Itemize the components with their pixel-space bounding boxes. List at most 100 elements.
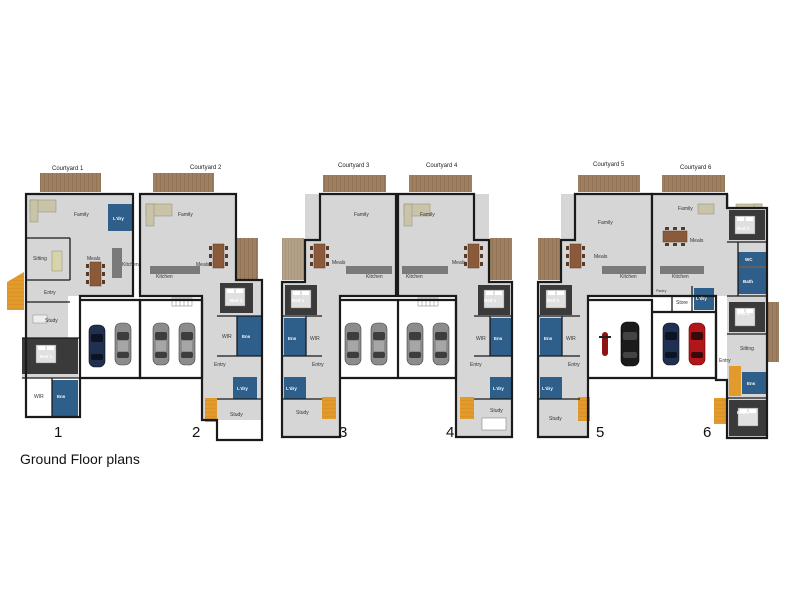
- unit-3-entry-label: Entry: [312, 362, 324, 368]
- unit-5-kitchen-label: Kitchen: [620, 274, 637, 280]
- unit-1-entry-tile: [7, 272, 24, 310]
- courtyard-1-deck: [40, 173, 101, 192]
- unit-2-plan: Courtyard 2 Family Meals Kitchen Bed 1 W…: [138, 165, 264, 442]
- unit-4-number: 4: [446, 424, 454, 441]
- unit-5-wir-label: WIR: [566, 336, 576, 342]
- unit-2-entry-label: Entry: [214, 362, 226, 368]
- unit-5-ensuite: [540, 318, 562, 356]
- unit-2-wir-label: WIR: [222, 334, 232, 340]
- unit-3-laundry-label: L'dry: [286, 386, 297, 391]
- unit-2-laundry: [233, 377, 257, 399]
- unit-1-wir-label: WIR: [34, 394, 44, 400]
- unit-2-ens-label: Ens: [242, 334, 251, 339]
- unit-6-ensuite: [742, 372, 766, 394]
- unit-6-entry-label: Entry: [719, 358, 731, 364]
- unit-2-ensuite: [237, 316, 261, 356]
- courtyard-2-label: Courtyard 2: [190, 165, 222, 171]
- unit-1-laundry-label: L'dry: [113, 216, 124, 221]
- unit-3-number: 3: [339, 424, 347, 441]
- unit-1-ensuite: [52, 380, 78, 417]
- unit-1-number: 1: [54, 424, 62, 441]
- courtyard-6-label: Courtyard 6: [680, 165, 712, 171]
- unit-4-entry-label: Entry: [470, 362, 482, 368]
- unit-5-ens-label: Ens: [544, 336, 553, 341]
- courtyard-4-deck: [409, 175, 472, 192]
- unit-4-kitchen-label: Kitchen: [406, 274, 423, 280]
- unit-6-bed2-label: Bed 2: [737, 226, 750, 231]
- unit-2-study-label: Study: [230, 412, 243, 418]
- courtyard-3-deck: [323, 175, 386, 192]
- unit-6-ens-label: Ens: [747, 381, 756, 386]
- unit-2-bed-label: Bed 1: [230, 298, 243, 303]
- unit-3-wir-label: WIR: [310, 336, 320, 342]
- unit-4-laundry: [490, 377, 512, 399]
- unit-6-laundry: [694, 288, 714, 310]
- unit-4-bed-label: Bed 1: [484, 298, 497, 303]
- unit-5-family-label: Family: [598, 220, 613, 226]
- motorbike-icon: [599, 332, 611, 356]
- unit-3-kitchen-label: Kitchen: [366, 274, 383, 280]
- unit-6-wc-label: WC: [745, 257, 753, 262]
- unit-4-plan: Courtyard 4 Family Meals Kitchen Bed 1 W…: [396, 163, 514, 441]
- unit-6-plan: Courtyard 6 Family Meals Kitchen Pantry …: [650, 165, 779, 441]
- unit-6-meals-label: Meals: [690, 238, 704, 244]
- unit-2-side-deck: [236, 238, 258, 280]
- unit-4-ens-label: Ens: [494, 336, 503, 341]
- unit-4-family-label: Family: [420, 212, 435, 218]
- unit-6-bed1-label: Bed 1: [737, 410, 750, 415]
- unit-1-kitchen-label: Kitchen: [122, 262, 139, 268]
- unit-5-laundry-label: L'dry: [542, 386, 553, 391]
- unit-6-sitting-label: Sitting: [740, 346, 754, 352]
- unit-5-number: 5: [596, 424, 604, 441]
- unit-6-family-label: Family: [678, 206, 693, 212]
- unit-3-ens-label: Ens: [288, 336, 297, 341]
- unit-3-meals-label: Meals: [332, 260, 346, 266]
- unit-6-bath-label: Bath: [743, 279, 753, 284]
- unit-6-kitchen-label: Kitchen: [672, 274, 689, 280]
- courtyard-6-deck: [662, 175, 725, 192]
- unit-5-meals-label: Meals: [594, 254, 608, 260]
- unit-3-plan: Courtyard 3 Family Meals Kitchen Bed 1 E…: [280, 163, 763, 441]
- unit-4-laundry-label: L'dry: [493, 386, 504, 391]
- unit-5-study-label: Study: [549, 416, 562, 422]
- unit-4-wir-label: WIR: [476, 336, 486, 342]
- unit-2-kitchen-label: Kitchen: [156, 274, 173, 280]
- courtyard-3-label: Courtyard 3: [338, 163, 370, 169]
- courtyard-5-deck: [578, 175, 640, 192]
- unit-3-laundry: [284, 377, 306, 399]
- unit-5-laundry: [540, 377, 562, 399]
- unit-2-laundry-label: L'dry: [237, 386, 248, 391]
- unit-6-number: 6: [703, 424, 711, 441]
- unit-1-meals-label: Meals: [87, 256, 101, 262]
- unit-5-bed-label: Bed 1: [547, 298, 560, 303]
- unit-1-ens-label: Ens: [57, 394, 66, 399]
- unit-6-pantry-label: Pantry: [656, 289, 667, 293]
- unit-1-sitting-label: Sitting: [33, 256, 47, 262]
- unit-3-ensuite: [284, 318, 306, 356]
- unit-4-ensuite: [490, 318, 512, 356]
- unit-2-number: 2: [192, 424, 200, 441]
- unit-3-study-label: Study: [296, 410, 309, 416]
- unit-4-study-label: Study: [490, 408, 503, 414]
- courtyard-4-label: Courtyard 4: [426, 163, 458, 169]
- unit-6-bath: [738, 268, 766, 294]
- unit-6-store-label: Store: [676, 300, 688, 306]
- unit-1-entry-label: Entry: [44, 290, 56, 296]
- unit-1-plan: Courtyard 1 Family L'dry Sitting Meals K…: [7, 166, 142, 441]
- unit-1-family-label: Family: [74, 212, 89, 218]
- unit-1-bed-label: Bed 1: [40, 354, 53, 359]
- unit-3-family-label: Family: [354, 212, 369, 218]
- unit-1-laundry: [108, 204, 132, 231]
- unit-3-bed-label: Bed 1: [292, 298, 305, 303]
- unit-6-laundry-label: L'dry: [696, 296, 707, 301]
- courtyard-1-label: Courtyard 1: [52, 166, 84, 172]
- unit-6-bed3-label: Bed 3: [737, 311, 750, 316]
- unit-6-wc: [738, 252, 766, 266]
- unit-2-meals-label: Meals: [196, 262, 210, 268]
- unit-1-study-label: Study: [45, 318, 58, 324]
- unit-5-plan: Courtyard 5 Family Meals Kitchen Bed 1 E…: [536, 162, 654, 441]
- ground-floor-caption: Ground Floor plans: [20, 451, 140, 467]
- courtyard-5-label: Courtyard 5: [593, 162, 625, 168]
- unit-2-family-label: Family: [178, 212, 193, 218]
